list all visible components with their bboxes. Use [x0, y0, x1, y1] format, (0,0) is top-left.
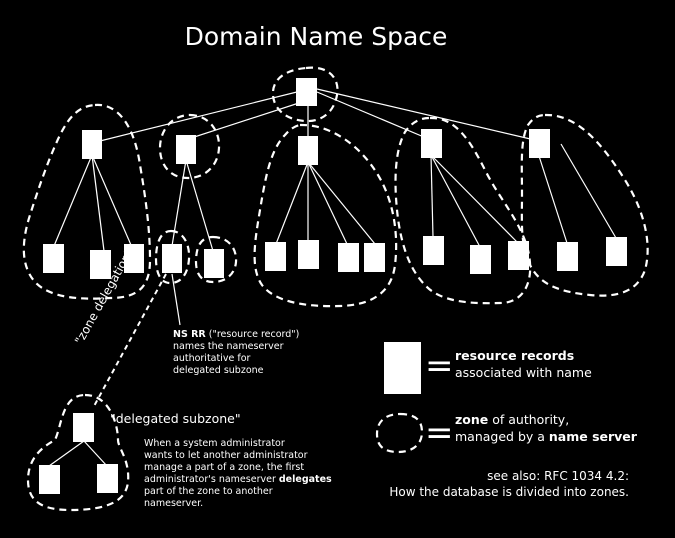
- legend-rr-rest: associated with name: [455, 365, 592, 380]
- tree-node: [82, 130, 102, 159]
- legend-node-sample: [384, 342, 421, 394]
- tree-node: [124, 244, 144, 273]
- tree-node: [421, 129, 442, 158]
- tree-edge: [184, 100, 306, 141]
- legend-rr-bold: resource records: [455, 348, 575, 363]
- tree-edge: [307, 161, 348, 245]
- tree-node: [338, 243, 359, 272]
- tree-node: [265, 242, 286, 271]
- delegation-point-zone-outline: [154, 229, 191, 285]
- tree-node: [529, 129, 550, 158]
- delegation-point-node: [162, 244, 182, 273]
- delegated-subzone-label: "delegated subzone": [110, 411, 241, 426]
- tree-node: [90, 250, 111, 279]
- ns-rr-line4: delegated subzone: [173, 365, 264, 376]
- tree-edge: [91, 154, 132, 246]
- tree-edge: [53, 154, 93, 247]
- delegation-note-line6: nameserver.: [144, 498, 204, 509]
- ns-rr-line1: ("resource record"): [205, 329, 300, 340]
- tree-edge: [538, 155, 568, 244]
- tree-edge: [185, 159, 214, 252]
- tree-edge: [83, 440, 108, 467]
- delegation-note-line2: wants to let another administrator: [144, 450, 308, 461]
- root-node: [296, 78, 317, 106]
- see-also-line2: How the database is divided into zones.: [389, 485, 629, 499]
- tree-edge: [275, 161, 309, 245]
- tree-edge: [430, 154, 481, 248]
- delegated-root-node: [73, 413, 94, 442]
- delegation-note-line5: part of the zone to another: [144, 486, 273, 497]
- tiny-zone-outline: [194, 235, 238, 284]
- tree-node: [423, 236, 444, 265]
- ns-rr-bold: NS RR: [173, 329, 206, 340]
- legend-equals-zone: =: [425, 413, 454, 453]
- legend-zone-bold: zone: [455, 412, 489, 427]
- tree-node: [39, 465, 60, 494]
- tree-edge: [91, 154, 105, 252]
- tree-node: [470, 245, 491, 274]
- page-title: Domain Name Space: [184, 22, 448, 51]
- legend-equals-rr: =: [425, 346, 454, 386]
- tree-node: [176, 135, 196, 164]
- legend-zone-rest2: managed by a: [455, 429, 549, 444]
- right-zone-outline: [520, 113, 649, 297]
- tree-edge: [48, 440, 85, 467]
- tree-node: [364, 243, 385, 272]
- root-zone-outline: [271, 66, 339, 123]
- see-also-note: see also: RFC 1034 4.2: How the database…: [389, 468, 629, 500]
- tree-node: [298, 240, 319, 269]
- small-zone-outline: [158, 113, 221, 180]
- legend-zone-rest1: of authority,: [488, 412, 570, 427]
- tree-edge: [316, 88, 540, 142]
- delegation-note-line1: When a system administrator: [144, 438, 285, 449]
- tree-edge: [91, 86, 318, 144]
- ns-rr-note: NS RR ("resource record") names the name…: [173, 329, 299, 377]
- see-also-line1: see also: RFC 1034 4.2:: [487, 469, 629, 483]
- zone-delegation-line: [92, 273, 167, 409]
- tree-node: [606, 237, 627, 266]
- legend-zone: zone of authority, managed by a name ser…: [455, 411, 637, 445]
- tree-edge: [560, 143, 617, 239]
- tree-edge: [430, 154, 519, 244]
- center-zone-outline: [253, 123, 398, 308]
- legend-zone-outline: [375, 412, 424, 454]
- ns-rr-pointer-line: [171, 273, 181, 326]
- legend-name-server-bold: name server: [548, 429, 637, 444]
- tree-node: [97, 464, 118, 493]
- tree-node: [43, 244, 64, 273]
- delegation-note: When a system administrator wants to let…: [144, 438, 332, 510]
- ns-rr-line3: authoritative for: [173, 353, 251, 364]
- tree-edge: [430, 154, 434, 238]
- delegated-subzone-outline: [26, 393, 130, 512]
- tree-edge: [316, 91, 432, 141]
- delegation-note-line4: administrator's nameserver: [144, 474, 279, 485]
- delegates-bold: delegates: [278, 474, 332, 485]
- ns-rr-line2: names the nameserver: [173, 341, 284, 352]
- legend-resource-records: resource records associated with name: [455, 347, 592, 381]
- tree-edge: [307, 161, 376, 245]
- tree-node: [298, 136, 318, 165]
- tree-edge: [171, 159, 187, 247]
- right-center-zone-outline: [394, 116, 532, 305]
- tree-node: [204, 249, 224, 278]
- left-zone-outline: [22, 103, 152, 300]
- delegation-note-line3: manage a part of a zone, the first: [144, 462, 305, 473]
- tree-node: [508, 241, 529, 270]
- tree-node: [557, 242, 578, 271]
